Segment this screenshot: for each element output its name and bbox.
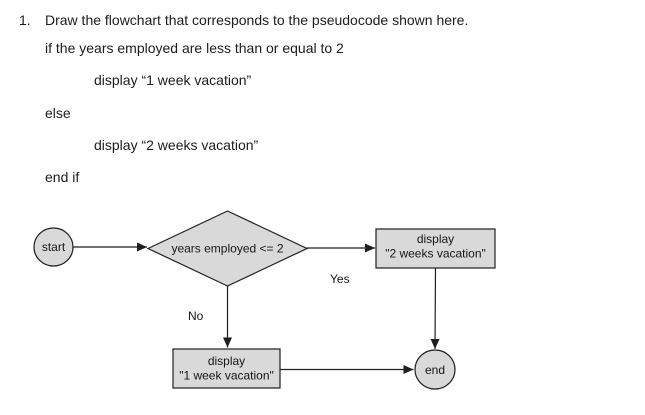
end-terminal-label: end (425, 363, 445, 377)
arrow-yes-box-to-end (430, 267, 440, 350)
process-box-2-weeks-line1: display (417, 232, 454, 246)
exercise-prompt: Draw the flowchart that corresponds to t… (45, 12, 469, 28)
pseudocode-line-if: if the years employed are less than or e… (45, 40, 344, 56)
process-box-2-weeks-line2: "2 weeks vacation" (385, 247, 486, 261)
start-terminal-shape (33, 227, 74, 267)
decision-diamond-label: years employed <= 2 (171, 242, 283, 256)
decision-diamond-shape (146, 210, 309, 287)
pseudocode-line-endif: end if (45, 169, 80, 185)
branch-label-yes: Yes (330, 272, 350, 286)
pseudocode-line-else: else (45, 105, 71, 121)
process-box-1-week-shape (172, 348, 281, 389)
branch-label-no: No (188, 309, 204, 323)
exercise-number: 1. (19, 12, 31, 28)
end-terminal-shape (414, 349, 456, 390)
pseudocode-line-display-1week: display “1 week vacation” (94, 72, 252, 88)
process-box-1-week-line1: display (208, 354, 245, 368)
process-box-2-weeks-shape (375, 228, 496, 269)
start-terminal-label: start (42, 240, 66, 254)
process-box-1-week-line2: "1 week vacation" (179, 369, 274, 383)
pseudocode-line-display-2weeks: display “2 weeks vacation” (94, 137, 259, 153)
